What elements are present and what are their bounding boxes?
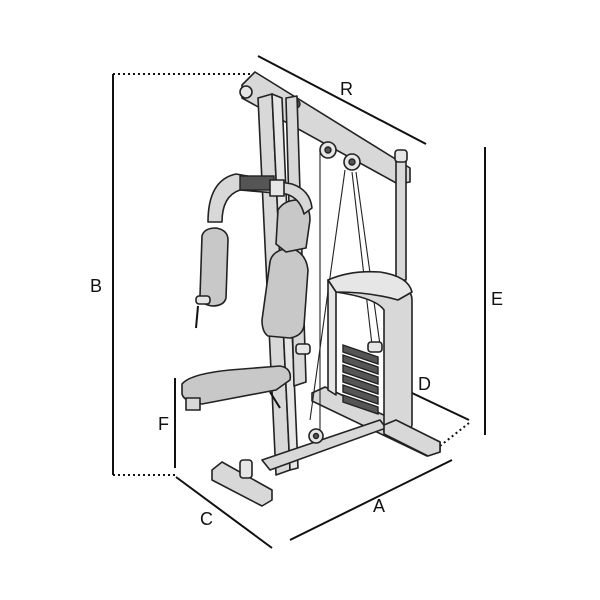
- dimension-d: D: [411, 374, 470, 447]
- low-pulley-hub: [312, 432, 320, 440]
- dimension-d-guide: [439, 422, 470, 447]
- dimension-b-label: B: [90, 276, 102, 296]
- rear-foot-tube: [383, 419, 441, 457]
- weight-stack-shroud-top: [327, 270, 413, 301]
- dimension-c-line: [175, 476, 273, 549]
- weight-plate: [342, 364, 379, 385]
- dimension-f: F: [158, 378, 176, 468]
- dimension-r-label: R: [340, 79, 353, 99]
- weight-plate: [342, 374, 379, 395]
- foot-roller-post: [239, 459, 253, 479]
- arm-pad-end-cap: [195, 295, 211, 305]
- home-gym-machine: [181, 71, 441, 507]
- dimension-b: B: [90, 73, 250, 476]
- weight-plate: [342, 384, 379, 405]
- weight-stack-shroud-side: [327, 279, 337, 396]
- seat-adjust-pin: [185, 397, 201, 411]
- dimension-c-label: C: [200, 509, 213, 529]
- chest-press-arm: [207, 173, 313, 223]
- guide-rod-post: [395, 154, 407, 281]
- dimension-a-line: [289, 459, 453, 541]
- dimension-d-line: [411, 392, 470, 421]
- top-beam: [241, 71, 411, 185]
- top-beam-end-cap: [239, 85, 253, 99]
- top-pulley-right-hub: [348, 158, 356, 166]
- weight-stack-top-plate: [367, 341, 383, 353]
- cable-to-stack-right: [355, 171, 381, 346]
- seat: [181, 365, 292, 411]
- weight-stack: [327, 270, 413, 435]
- guide-rod-cap: [394, 149, 408, 163]
- dimension-f-label: F: [158, 414, 169, 434]
- arm-pivot-collar: [269, 179, 285, 197]
- weight-plate: [342, 344, 379, 365]
- arm-grip-sleeve: [239, 175, 275, 191]
- front-foot-tube: [211, 461, 273, 507]
- dimension-d-label: D: [418, 374, 431, 394]
- weight-plates: [342, 344, 379, 415]
- dimension-a-label: A: [373, 496, 385, 516]
- weight-plate: [342, 394, 379, 415]
- arm-handle: [195, 305, 199, 329]
- dimension-c: C: [175, 476, 273, 549]
- dimension-r-line: [257, 55, 427, 145]
- cable-to-stack-left: [351, 171, 373, 346]
- top-pulley-left-hub: [324, 146, 332, 154]
- seat-support: [269, 391, 281, 409]
- dimension-e-label: E: [491, 289, 503, 309]
- arm-pad: [199, 227, 229, 307]
- leg-roller-bar: [295, 343, 311, 355]
- dimension-e: E: [484, 147, 503, 435]
- dimension-a: A: [289, 459, 453, 541]
- dimension-r: R: [257, 55, 427, 145]
- weight-plate: [342, 354, 379, 375]
- cables: [309, 150, 381, 435]
